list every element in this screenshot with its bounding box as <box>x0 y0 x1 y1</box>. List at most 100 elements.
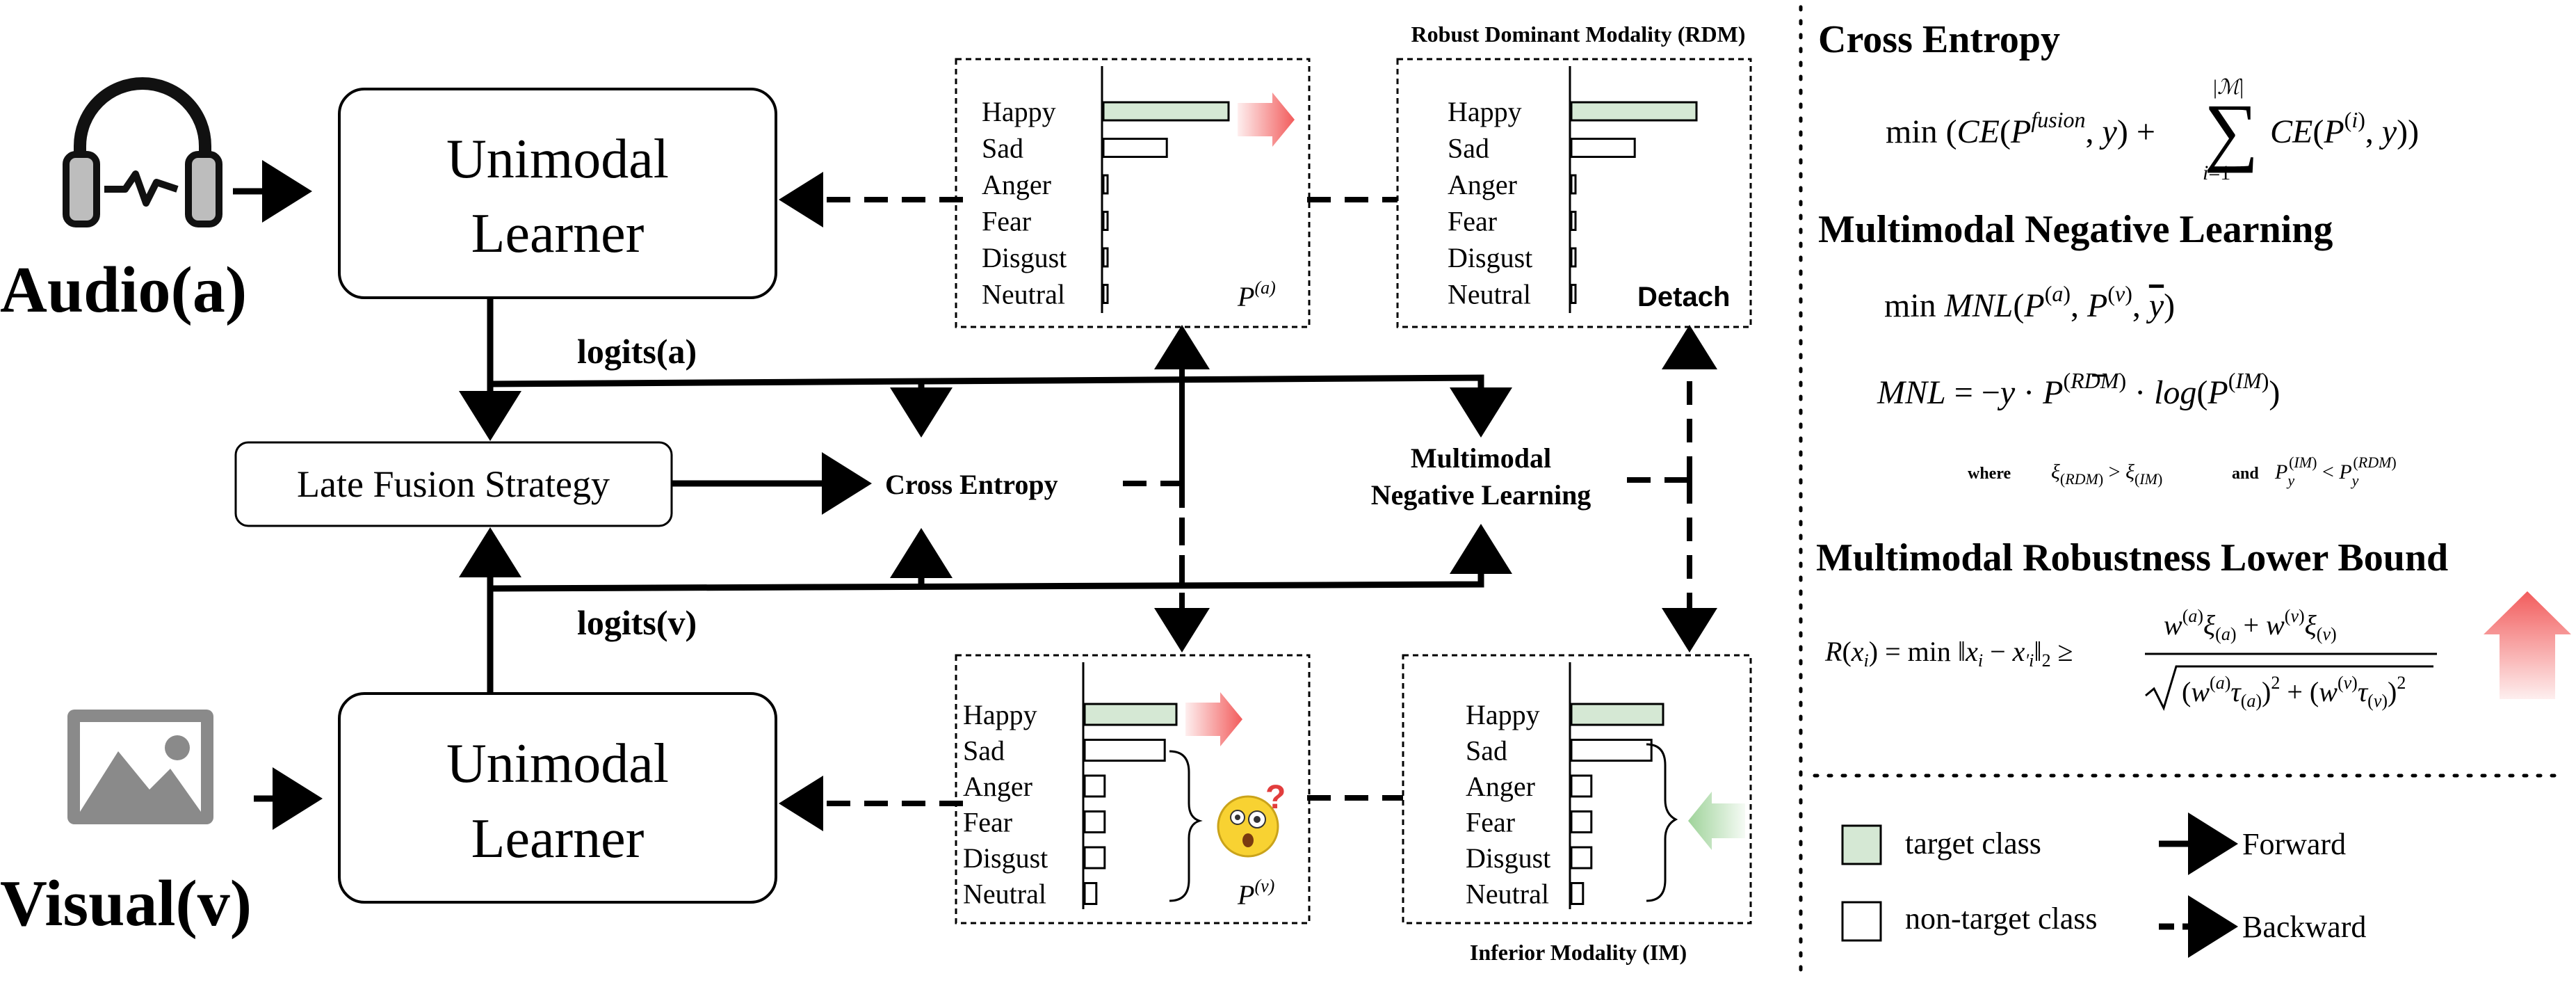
prob-bar-im-fear <box>1570 810 1593 833</box>
svg-text:i=1: i=1 <box>2203 161 2230 184</box>
p-a-symbol: P(a) <box>1237 278 1276 312</box>
class-label-im-neutral: Neutral <box>1466 879 1549 910</box>
svg-text:ξ(RDM) > ξ(IM): ξ(RDM) > ξ(IM) <box>2051 461 2162 488</box>
prob-bar-im-sad <box>1570 739 1653 762</box>
class-label-audio-sad: Sad <box>982 133 1023 164</box>
forward-arrows <box>459 298 1512 694</box>
svg-text:MNL = −y · P(RDM) · log(P(IM)): MNL = −y · P(RDM) · log(P(IM)) <box>1877 368 2280 411</box>
unimodal-learner-audio: Unimodal Learner <box>338 88 777 299</box>
legend-backward-label: Backward <box>2242 910 2366 944</box>
ce-equation: min (CE(Pfusion, y) + ∑ |ℳ| i=1 CE(P(i),… <box>1886 76 2419 184</box>
class-label-rdm-neutral: Neutral <box>1448 279 1531 310</box>
brace-im <box>1646 743 1678 902</box>
prob-bar-audio-sad <box>1102 138 1168 158</box>
red-arrow-visual <box>1185 692 1242 746</box>
image-icon <box>67 710 213 824</box>
legend-forward-label: Forward <box>2242 827 2346 861</box>
where-label: where <box>1968 465 2011 483</box>
prob-bar-audio-happy <box>1102 101 1230 122</box>
class-label-rdm-fear: Fear <box>1448 206 1497 237</box>
mrlb-equation: R(xi) = min ‖xi − x′i‖2 ≥ w(a)ξ(a) + w(v… <box>1824 606 2437 712</box>
backward-arrows <box>779 172 1717 831</box>
class-label-visual-fear: Fear <box>963 807 1012 838</box>
visual-label: Visual(v) <box>0 867 252 940</box>
cross-entropy-label: Cross Entropy <box>885 469 1058 500</box>
class-label-audio-fear: Fear <box>982 206 1031 237</box>
mnl-label-line2: Negative Learning <box>1371 479 1591 511</box>
legend-target-label: target class <box>1905 826 2041 860</box>
confused-emoji-icon: ? <box>1217 779 1286 858</box>
svg-text:?: ? <box>1265 779 1286 816</box>
svg-text:Py(IM) < Py(RDM): Py(IM) < Py(RDM) <box>2274 454 2397 489</box>
prob-bar-im-happy <box>1570 703 1664 726</box>
prob-bar-audio-disgust <box>1102 247 1109 268</box>
mrlb-title: Multimodal Robustness Lower Bound <box>1816 536 2448 579</box>
prob-bar-rdm-disgust <box>1570 247 1577 268</box>
rdm-title: Robust Dominant Modality (RDM) <box>1411 22 1746 47</box>
prob-bar-audio-fear <box>1102 211 1109 231</box>
im-title: Inferior Modality (IM) <box>1470 940 1687 965</box>
class-label-audio-disgust: Disgust <box>982 242 1067 273</box>
prob-bar-visual-neutral <box>1083 882 1098 905</box>
svg-text:|ℳ|: |ℳ| <box>2213 76 2244 99</box>
legend: target class non-target class Forward Ba… <box>1841 812 2366 958</box>
logits-v-label: logits(v) <box>577 603 697 642</box>
late-fusion-label: Late Fusion Strategy <box>297 463 610 505</box>
svg-text:∑: ∑ <box>2204 88 2258 173</box>
mnl-condition: where ξ(RDM) > ξ(IM) and Py(IM) < Py(RDM… <box>1968 454 2397 489</box>
legend-non-target-label: non-target class <box>1905 902 2098 936</box>
brace-visual <box>1169 750 1203 902</box>
late-fusion-box: Late Fusion Strategy <box>234 441 673 527</box>
red-arrow-audio <box>1238 93 1295 147</box>
panel-rdm: Robust Dominant Modality (RDM) HappySadA… <box>1396 22 1752 328</box>
unimodal-learner-visual: Unimodal Learner <box>338 692 777 904</box>
svg-text:w(a)ξ(a) + w(v)ξ(v): w(a)ξ(a) + w(v)ξ(v) <box>2164 606 2337 644</box>
learner-audio-line2: Learner <box>471 203 645 264</box>
prob-bar-audio-anger <box>1102 174 1109 195</box>
and-label: and <box>2232 465 2259 483</box>
learner-visual-line2: Learner <box>471 808 645 870</box>
class-label-im-disgust: Disgust <box>1466 842 1550 874</box>
class-label-im-fear: Fear <box>1466 807 1515 838</box>
class-label-visual-sad: Sad <box>963 735 1005 767</box>
prob-bar-visual-happy <box>1083 703 1178 726</box>
class-label-audio-neutral: Neutral <box>982 279 1065 310</box>
legend-target-swatch <box>1841 824 1882 865</box>
prob-bar-rdm-fear <box>1570 211 1577 231</box>
prob-bar-visual-disgust <box>1083 846 1106 870</box>
headphones-icon <box>63 77 222 227</box>
prob-bar-rdm-happy <box>1570 101 1698 122</box>
class-label-audio-anger: Anger <box>982 169 1051 200</box>
class-label-rdm-sad: Sad <box>1448 133 1489 164</box>
class-label-im-anger: Anger <box>1466 771 1535 802</box>
svg-text:min MNL(P(a), P(v), y): min MNL(P(a), P(v), y) <box>1884 281 2175 324</box>
logits-a-label: logits(a) <box>577 332 697 371</box>
class-label-visual-disgust: Disgust <box>963 842 1048 874</box>
prob-bar-rdm-anger <box>1570 174 1577 195</box>
svg-text:CE(P(i), y)): CE(P(i), y)) <box>2270 107 2419 150</box>
prob-bar-visual-sad <box>1083 739 1166 762</box>
learner-visual-line1: Unimodal <box>446 733 669 794</box>
mnl-definition: MNL = −y · P(RDM) · log(P(IM)) <box>1877 368 2280 411</box>
svg-text:R(xi) = min ‖xi − x′i‖2 ≥: R(xi) = min ‖xi − x′i‖2 ≥ <box>1824 636 2073 671</box>
class-label-audio-happy: Happy <box>982 96 1056 127</box>
prob-bar-visual-fear <box>1083 810 1106 833</box>
svg-text:(w(a)τ(a))2 + (w(v)τ(v))2: (w(a)τ(a))2 + (w(v)τ(v))2 <box>2182 673 2406 711</box>
prob-bar-im-anger <box>1570 774 1593 798</box>
legend-non-target-swatch <box>1841 901 1882 942</box>
prob-bar-im-neutral <box>1570 882 1585 905</box>
class-label-im-happy: Happy <box>1466 699 1540 730</box>
class-label-visual-neutral: Neutral <box>963 879 1046 910</box>
class-label-im-sad: Sad <box>1466 735 1507 767</box>
mnl-objective: min MNL(P(a), P(v), y) <box>1884 281 2175 324</box>
prob-bar-rdm-sad <box>1570 138 1636 158</box>
class-label-rdm-disgust: Disgust <box>1448 242 1532 273</box>
audio-label: Audio(a) <box>0 254 247 326</box>
class-label-visual-happy: Happy <box>963 699 1037 730</box>
mnl-title: Multimodal Negative Learning <box>1818 208 2333 251</box>
mnl-label-line1: Multimodal <box>1411 442 1551 474</box>
